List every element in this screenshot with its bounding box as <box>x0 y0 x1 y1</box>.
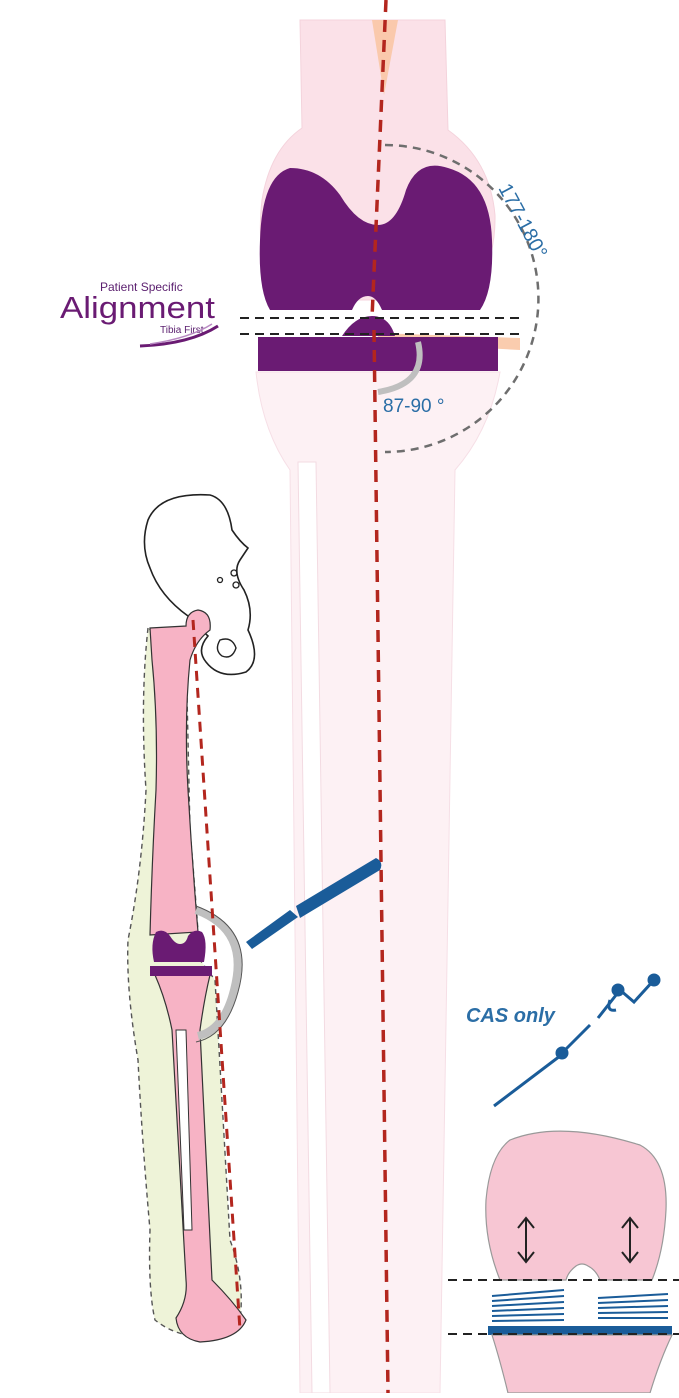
cas-tracker-icon <box>494 975 659 1106</box>
hka-angle-label: 177-180° <box>494 180 552 262</box>
small-distal-femur <box>486 1131 666 1280</box>
small-leg-illustration <box>128 495 255 1342</box>
tibial-tray-small <box>150 966 212 976</box>
logo-line3: Tibia First <box>160 325 204 336</box>
ligament-stripes-left <box>492 1290 564 1321</box>
large-tibia <box>256 372 500 1393</box>
small-proximal-tibia <box>492 1335 672 1393</box>
ligament-stripes-right <box>598 1294 668 1318</box>
small-femur <box>150 610 210 935</box>
tibial-angle-label: 87-90 ° <box>383 396 444 417</box>
tibial-tray-large <box>258 337 498 371</box>
logo-line2: Alignment <box>60 290 215 325</box>
gap-balance-detail <box>448 1131 679 1393</box>
psa-logo: Patient Specific Alignment Tibia First <box>60 280 218 346</box>
cas-only-label: CAS only <box>466 1005 556 1027</box>
